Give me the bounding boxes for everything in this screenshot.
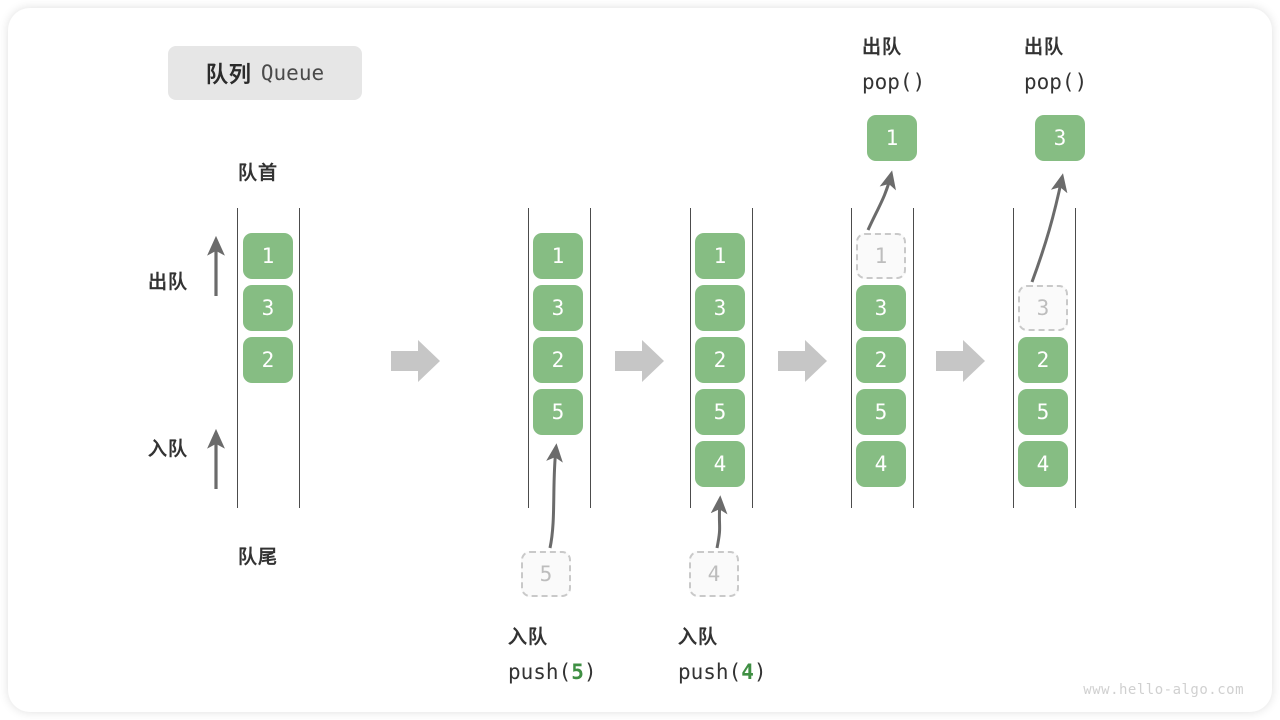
pop-3-arrow-icon [1030, 173, 1068, 283]
watermark: www.hello-algo.com [1083, 682, 1244, 698]
diagram-title-chip: 队列 Queue [168, 46, 362, 100]
queue-box: 4 [695, 441, 745, 487]
rail-right-col2 [590, 208, 591, 508]
queue-box: 1 [695, 233, 745, 279]
push-5-label: 入队 push(5) [508, 620, 597, 690]
title-en: Queue [260, 61, 325, 85]
pop-1-label-code: pop() [862, 70, 926, 94]
push-4-label: 入队 push(4) [678, 620, 767, 690]
queue-box: 4 [1018, 441, 1068, 487]
queue-box: 4 [856, 441, 906, 487]
popped-box-1: 1 [867, 115, 917, 161]
ghost-box-push-5: 5 [521, 551, 571, 597]
queue-box: 2 [243, 337, 293, 383]
rail-right-col3 [752, 208, 753, 508]
queue-box: 2 [533, 337, 583, 383]
pop-1-label: 出队 pop() [862, 30, 925, 100]
queue-box: 3 [856, 285, 906, 331]
queue-box: 5 [695, 389, 745, 435]
flow-arrow-icon [391, 340, 440, 382]
rail-left-col3 [690, 208, 691, 508]
pop-3-label-code: pop() [1024, 70, 1088, 94]
pop-3-label: 出队 pop() [1024, 30, 1087, 100]
queue-box: 3 [243, 285, 293, 331]
queue-box: 3 [695, 285, 745, 331]
queue-box: 2 [695, 337, 745, 383]
enqueue-direction-label: 入队 [148, 439, 189, 460]
ghost-box-pop-1: 1 [856, 233, 906, 279]
rail-left-col2 [528, 208, 529, 508]
rail-left-col4 [851, 208, 852, 508]
queue-box: 3 [533, 285, 583, 331]
queue-box: 1 [533, 233, 583, 279]
flow-arrow-icon [778, 340, 827, 382]
title-cn: 队列 [205, 62, 252, 87]
diagram-stage: 队列 Queue 队首 队尾 出队 入队 1 3 2 1 3 2 5 5 入队 … [8, 8, 1272, 712]
rail-right-col4 [913, 208, 914, 508]
push-5-label-cn: 入队 [508, 627, 549, 648]
ghost-box-push-4: 4 [689, 551, 739, 597]
push-5-arrow-icon [546, 443, 563, 549]
popped-box-3: 3 [1035, 115, 1085, 161]
pop-1-label-cn: 出队 [862, 37, 903, 58]
flow-arrow-icon [936, 340, 985, 382]
queue-box: 5 [1018, 389, 1068, 435]
front-label: 队首 [238, 163, 279, 184]
queue-box: 5 [533, 389, 583, 435]
queue-box: 2 [856, 337, 906, 383]
push-5-label-code: push(5) [508, 660, 597, 684]
queue-box: 5 [856, 389, 906, 435]
push-4-arrow-icon [710, 495, 728, 549]
push-4-label-code: push(4) [678, 660, 767, 684]
flow-arrow-icon [615, 340, 664, 382]
push-4-label-cn: 入队 [678, 627, 719, 648]
back-label: 队尾 [238, 547, 279, 568]
rail-left-col1 [237, 208, 238, 508]
pop-3-label-cn: 出队 [1024, 37, 1065, 58]
arrows-overlay [207, 170, 1068, 549]
rail-right-col5 [1075, 208, 1076, 508]
diagram-card: 队列 Queue 队首 队尾 出队 入队 1 3 2 1 3 2 5 5 入队 … [8, 8, 1272, 712]
dequeue-direction-label: 出队 [148, 272, 189, 293]
rail-left-col5 [1013, 208, 1014, 508]
pop-1-arrow-icon [866, 170, 896, 231]
queue-box: 1 [243, 233, 293, 279]
ghost-box-pop-3: 3 [1018, 285, 1068, 331]
rail-right-col1 [299, 208, 300, 508]
queue-box: 2 [1018, 337, 1068, 383]
